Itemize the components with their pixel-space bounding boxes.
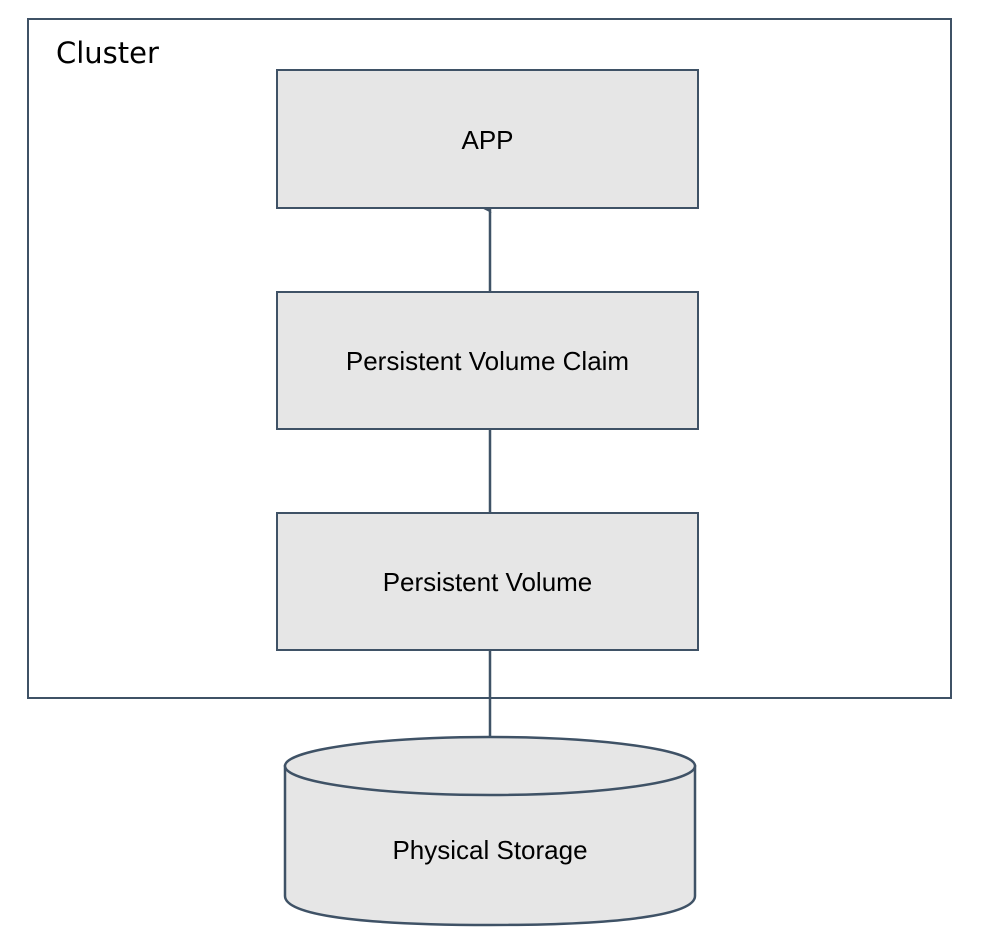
cluster-label: Cluster bbox=[56, 36, 159, 70]
node-persistent-volume[interactable]: Persistent Volume bbox=[276, 512, 699, 651]
app-label: APP bbox=[461, 125, 513, 155]
pv-label: Persistent Volume bbox=[383, 567, 593, 597]
node-physical-storage[interactable]: Physical Storage bbox=[283, 735, 697, 927]
pv-box[interactable] bbox=[276, 512, 699, 651]
app-box[interactable] bbox=[276, 69, 699, 209]
physical-storage-label: Physical Storage bbox=[392, 835, 587, 865]
pvc-label: Persistent Volume Claim bbox=[346, 346, 629, 376]
cylinder-top-ellipse bbox=[283, 735, 697, 797]
pvc-box[interactable] bbox=[276, 291, 699, 430]
node-persistent-volume-claim[interactable]: Persistent Volume Claim bbox=[276, 291, 699, 430]
node-app[interactable]: APP bbox=[276, 69, 699, 209]
cylinder-body bbox=[283, 764, 697, 927]
